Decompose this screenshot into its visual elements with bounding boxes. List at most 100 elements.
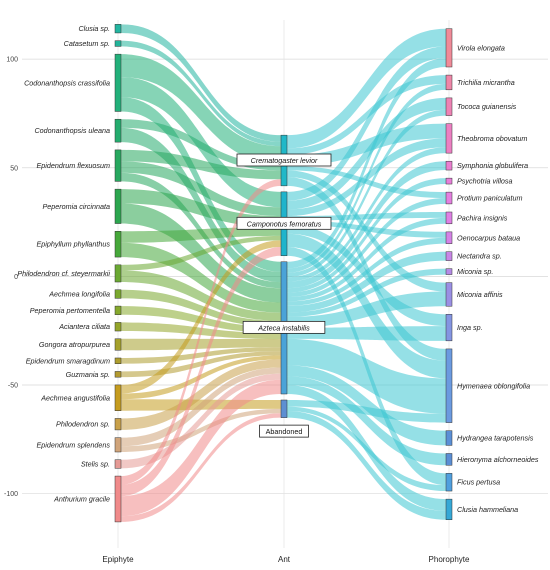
epiphyte-label: Philodendron sp. [56,420,110,429]
epiphyte-label: Guzmania sp. [66,370,110,379]
ant-label-box [242,320,326,334]
ant-label-box [236,216,332,230]
ant-label: Camponotus femoratus [247,219,322,228]
epiphyte-label: Anthurium gracile [53,494,110,503]
phorophyte-node-trichilia-micrantha [445,74,453,91]
epiphyte-node-philodendron-cf-steyermarkii [114,264,122,283]
x-axis-label-phorophyte: Phorophyte [429,555,470,564]
phorophyte-node-virola-elongata [445,28,453,68]
epiphyte-node-epidendrum-smaragdinum [114,357,122,364]
flow-camponotus-femoratus-to-inga-sp [287,224,446,327]
phorophyte-node-hydrangea-tarapotensis [445,430,453,446]
flow-gongora-atropurpurea-to-azteca-instabilis [121,338,281,351]
flow-azteca-instabilis-to-nectandra-sp [287,251,446,313]
flow-anthurium-gracile-to-camponotus-femoratus [121,246,281,497]
flow-azteca-instabilis-to-hymenaea-oblongifolia [287,338,446,414]
epiphyte-label: Clusia sp. [78,24,110,33]
flow-azteca-instabilis-to-symphonia-globulifera [287,161,446,289]
phorophyte-node-clusia-hammeliana [445,498,453,521]
phorophyte-label: Miconia sp. [457,267,493,276]
flow-azteca-instabilis-to-psychotria-villosa [287,178,446,293]
epiphyte-label: Codonanthopsis uleana [34,126,110,135]
epiphyte-label: Peperomia circinnata [42,202,110,211]
epiphyte-node-aechmea-longifolia [114,289,122,299]
flow-stelis-sp-to-azteca-instabilis [121,373,281,469]
epiphyte-node-gongora-atropurpurea [114,338,122,351]
phorophyte-label: Virola elongata [457,43,505,52]
flow-azteca-instabilis-to-protium-paniculatum [287,198,446,298]
y-tick-label: -50 [8,383,18,390]
epiphyte-node-peperomia-circinnata [114,188,122,224]
flow-aechmea-longifolia-to-azteca-instabilis [121,289,281,327]
flow-crematogaster-levior-to-trichilia-micrantha [287,75,446,155]
phorophyte-node-nectandra-sp [445,251,453,261]
epiphyte-node-codonanthopsis-uleana [114,118,122,143]
epiphyte-node-catasetum-sp [114,40,122,47]
phorophyte-node-miconia-affinis [445,282,453,307]
ant-node-abandoned [280,399,288,418]
phorophyte-label: Pachira insignis [457,213,508,222]
epiphyte-label: Aciantera ciliata [58,322,110,331]
epiphyte-label: Gongora atropurpurea [39,340,110,349]
epiphyte-label: Epidendrum flexuosum [36,161,110,170]
phorophyte-node-inga-sp [445,314,453,342]
phorophyte-node-theobroma-obovatum [445,123,453,154]
epiphyte-label: Epidendrum smaragdinum [26,356,110,365]
flow-abandoned-to-ficus-pertusa [287,406,446,492]
epiphyte-label: Epiphyllum phyllanthus [36,240,110,249]
flow-aechmea-angustifolia-to-camponotus-femoratus [121,240,281,394]
epiphyte-label: Epidendrum splendens [36,440,110,449]
flow-anthurium-gracile-to-crematogaster-levior [121,179,281,485]
phorophyte-node-symphonia-globulifera [445,160,453,171]
phorophyte-label: Inga sp. [457,323,483,332]
epiphyte-label: Catasetum sp. [64,39,110,48]
flow-epidendrum-flexuosum-to-crematogaster-levior [121,149,281,180]
flow-azteca-instabilis-to-miconia-sp [287,268,446,317]
epiphyte-label: Peperomia pertomentella [30,306,110,315]
flow-crematogaster-levior-to-hymenaea-oblongifolia [287,177,446,361]
flow-azteca-instabilis-to-miconia-affinis [287,291,446,328]
phorophyte-node-hieronyma-alchorneoides [445,453,453,466]
flow-codonanthopsis-uleana-to-crematogaster-levior [121,119,281,171]
x-axis-label-epiphyte: Epiphyte [102,555,134,564]
phorophyte-label: Hydrangea tarapotensis [457,434,534,443]
flow-azteca-instabilis-to-theobroma-obovatum [287,147,446,282]
flow-epidendrum-splendens-to-azteca-instabilis [121,367,281,447]
epiphyte-label: Aechmea angustifolia [40,393,110,402]
epiphyte-node-anthurium-gracile [114,475,122,523]
flow-azteca-instabilis-to-hydrangea-tarapotensis [287,365,446,446]
epiphyte-node-stelis-sp [114,459,122,469]
phorophyte-label: Clusia hammeliana [457,505,518,514]
flow-codonanthopsis-crassifolia-to-crematogaster-levior [121,54,281,164]
phorophyte-node-pachira-insignis [445,211,453,225]
flow-azteca-instabilis-to-pachira-insignis [287,217,446,302]
phorophyte-node-psychotria-villosa [445,177,453,185]
flow-epiphyllum-phyllanthus-to-azteca-instabilis [121,242,281,313]
phorophyte-label: Ficus pertusa [457,478,500,487]
flow-abandoned-to-hymenaea-oblongifolia [287,399,446,423]
flow-philodendron-sp-to-azteca-instabilis [121,359,281,430]
phorophyte-node-ficus-pertusa [445,473,453,492]
flow-azteca-instabilis-to-tococa-guianensis [287,109,446,278]
y-tick-label: 50 [10,165,18,172]
flow-epidendrum-splendens-to-abandoned [121,408,281,452]
epiphyte-node-philodendron-sp [114,418,122,431]
epiphyte-label: Codonanthopsis crassifolia [24,78,110,87]
flow-anthurium-gracile-to-abandoned [121,413,281,522]
flow-epiphyllum-phyllanthus-to-camponotus-femoratus [121,227,281,243]
phorophyte-label: Oenocarpus bataua [457,233,520,242]
flow-azteca-instabilis-to-oenocarpus-bataua [287,237,446,306]
flow-anthurium-gracile-to-azteca-instabilis [121,379,281,517]
epiphyte-label: Philodendron cf. steyermarkii [17,269,110,278]
phorophyte-node-hymenaea-oblongifolia [445,348,453,423]
phorophyte-node-miconia-sp [445,268,453,275]
flow-epidendrum-smaragdinum-to-azteca-instabilis [121,347,281,364]
epiphyte-node-epidendrum-flexuosum [114,149,122,182]
flow-camponotus-femoratus-to-tococa-guianensis [287,97,446,210]
phorophyte-label: Tococa guianensis [457,102,517,111]
y-tick-label: -100 [4,491,18,498]
epiphyte-label: Aechmea longifolia [48,290,110,299]
